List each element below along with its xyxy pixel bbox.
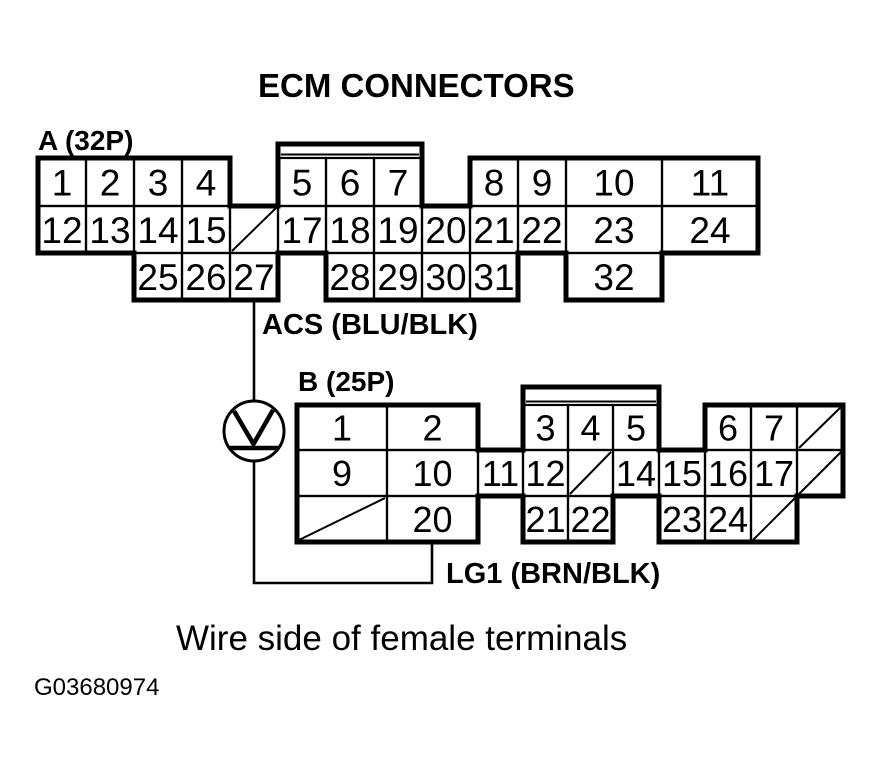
blocked-cell-diagonal (798, 406, 842, 449)
connector-a-pin-number: 22 (521, 210, 562, 251)
connector-b-pin-number: 17 (754, 453, 794, 494)
caption: Wire side of female terminals (176, 619, 627, 658)
probe-v-glyph (232, 408, 275, 449)
connector-a-pin-number: 31 (473, 257, 514, 298)
connector-a-pin-number: 21 (473, 210, 514, 251)
connector-b-pin-number: 2 (422, 407, 442, 448)
connector-a-outline (35, 141, 761, 303)
connector-b-pin-number: 3 (535, 407, 555, 448)
connector-a-pin-number: 32 (593, 257, 634, 298)
connector-b-pin-number: 23 (662, 499, 702, 540)
probe-circle (222, 399, 286, 463)
connector-b-pin-number: 14 (616, 453, 656, 494)
connector-b-pin-number: 5 (626, 407, 646, 448)
connector-a-pin-number: 11 (691, 162, 729, 203)
connector-b-pin-number: 21 (525, 499, 565, 540)
connector-a-pin-number: 23 (593, 210, 634, 251)
blocked-cell-diagonal (298, 497, 386, 541)
wire-a-label: ACS (BLU/BLK) (262, 309, 478, 341)
connector-a-pin-number: 27 (233, 257, 274, 298)
connector-a-pin-number: 26 (185, 257, 226, 298)
connector-a-pin-number: 29 (377, 257, 418, 298)
connector-a-pin-number: 28 (329, 257, 370, 298)
wire-probe-to-b20 (252, 461, 434, 585)
page-title: ECM CONNECTORS (258, 67, 575, 104)
connector-b-pin-number: 7 (764, 407, 784, 448)
connector-b-pin-number: 9 (332, 453, 352, 494)
connector-a-pin-number: 5 (292, 162, 313, 203)
connector-b-pin-number: 22 (570, 499, 610, 540)
connector-b-pin-number: 10 (412, 453, 452, 494)
connector-a-pin-number: 12 (41, 210, 82, 251)
connector-a-pin-number: 17 (281, 210, 322, 251)
connector-b-pin-number: 11 (482, 453, 519, 494)
connector-b-pin-number: 24 (708, 499, 748, 540)
connector-a-label: A (32P) (38, 125, 133, 156)
connector-a-pin-number: 25 (137, 257, 178, 298)
connector-a-pin-number: 15 (185, 210, 226, 251)
connector-a-pin-number: 13 (89, 210, 130, 251)
connector-b-pin-number: 6 (718, 407, 738, 448)
connector-b-pin-number: 4 (580, 407, 600, 448)
connector-b-pin-number: 15 (662, 453, 702, 494)
connector-b-label: B (25P) (298, 366, 394, 397)
connector-b-pin-number: 20 (412, 499, 452, 540)
connector-a-pin-number: 4 (196, 162, 217, 203)
connector-a-pin-number: 9 (532, 162, 553, 203)
connector-a-pin-number: 10 (593, 162, 634, 203)
connector-a-pin-number: 8 (484, 162, 505, 203)
connector-a-pin-number: 20 (425, 210, 466, 251)
blocked-cell-diagonal (231, 207, 277, 252)
blocked-cell-diagonal (569, 451, 612, 495)
connector-a-pin-number: 14 (137, 210, 178, 251)
connector-a-pin-number: 18 (329, 210, 370, 251)
connector-a-pin-number: 30 (425, 257, 466, 298)
wire-b-label: LG1 (BRN/BLK) (446, 558, 660, 590)
connector-a-pin-number: 1 (52, 162, 73, 203)
connector-b-outline (294, 384, 846, 545)
connector-a-pin-number: 7 (388, 162, 409, 203)
connector-b-pin-number: 16 (708, 453, 748, 494)
connector-a-pin-number: 2 (100, 162, 121, 203)
voltage-probe-icon (222, 399, 286, 463)
connector-a-pin-number: 24 (689, 210, 730, 251)
connector-a-pin-number: 3 (148, 162, 169, 203)
connector-b-pin-number: 12 (525, 453, 565, 494)
blocked-cell-diagonal (752, 497, 796, 541)
connector-a-pin-number: 19 (377, 210, 418, 251)
blocked-cell-diagonal (798, 451, 842, 495)
connector-a-pin-number: 6 (340, 162, 361, 203)
figure-id: G03680974 (34, 674, 159, 701)
connector-b-pin-number: 1 (332, 407, 352, 448)
